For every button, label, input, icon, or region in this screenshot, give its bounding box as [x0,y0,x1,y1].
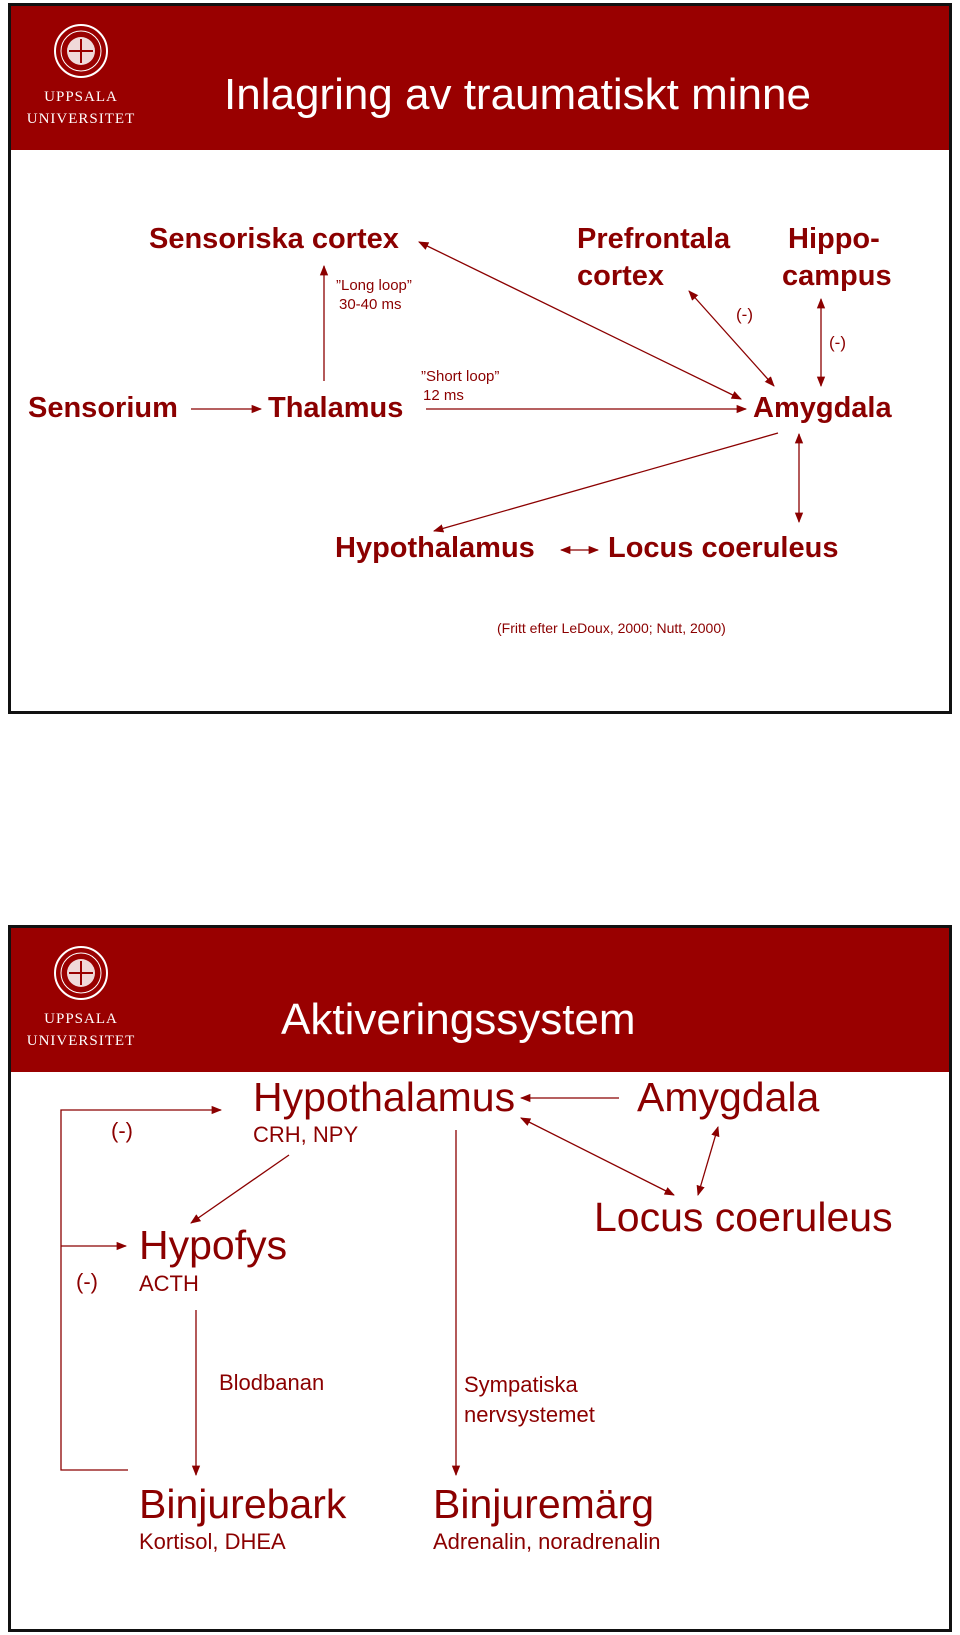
slide1-arrows [191,241,826,555]
node-thalamus: Thalamus [268,392,404,424]
node-amygdala: Amygdala [637,1074,820,1120]
label-long-loop: ”Long loop” [336,277,412,294]
slide-title: Inlagring av traumatiskt minne [224,70,811,119]
node-amygdala: Amygdala [753,392,892,424]
citation: (Fritt efter LeDoux, 2000; Nutt, 2000) [497,620,726,636]
node-binjurebark: Binjurebark [139,1481,347,1527]
node-hypothalamus: Hypothalamus [253,1074,516,1120]
slide-header: UPPSALA UNIVERSITET Inlagring av traumat… [11,6,949,150]
label-short-loop-time: 12 ms [423,387,464,404]
logo-text-line1: UPPSALA [44,1011,118,1027]
arrow-amygdala-hypothalamus [432,432,779,533]
node-sensorium: Sensorium [28,392,178,424]
logo-text-line2: UNIVERSITET [26,1033,136,1049]
node-hypothalamus: Hypothalamus [335,532,535,564]
logo-text-line2: UNIVERSITET [26,111,136,127]
university-seal-icon [54,24,108,78]
node-binjuremarg-substances: Adrenalin, noradrenalin [433,1529,661,1554]
logo-text-line1: UPPSALA [44,89,118,105]
label-negative-top: (-) [111,1118,133,1143]
node-prefrontala-line1: Prefrontala [577,223,731,255]
feedback-line-cortisol [60,1105,223,1471]
arrow-amygdala-sensoriska [418,241,742,400]
slide-header: UPPSALA UNIVERSITET Aktiveringssystem [11,928,949,1072]
arrow-hypothalamus-hypofys [190,1154,290,1224]
slide-activation-system: UPPSALA UNIVERSITET Aktiveringssystem Hy… [8,925,952,1632]
label-short-loop: ”Short loop” [421,368,500,385]
node-hypofys-substance: ACTH [139,1271,199,1296]
node-locus-coeruleus: Locus coeruleus [608,532,839,564]
node-prefrontala-line2: cortex [577,260,665,292]
arrow-amygdala-locus [696,1126,720,1196]
node-hippocampus-line1: Hippo- [788,223,880,255]
label-negative-mid: (-) [76,1269,98,1294]
node-hypothalamus-substances: CRH, NPY [253,1122,359,1147]
node-sensoriska-cortex: Sensoriska cortex [149,223,399,255]
university-logo: UPPSALA UNIVERSITET [25,946,137,1049]
arrow-prefrontal-amygdala [688,290,775,387]
label-negative-prefrontal: (-) [736,305,753,324]
label-long-loop-time: 30-40 ms [339,296,402,313]
node-hypofys: Hypofys [139,1222,288,1268]
university-logo: UPPSALA UNIVERSITET [25,24,137,127]
node-binjuremarg: Binjuremärg [433,1481,655,1527]
arrow-hypothalamus-locus [520,1117,675,1196]
label-blodbanan: Blodbanan [219,1370,325,1395]
node-hippocampus-line2: campus [782,260,892,292]
slide-traumatic-memory: UPPSALA UNIVERSITET Inlagring av traumat… [8,3,952,714]
node-locus-coeruleus: Locus coeruleus [594,1194,893,1240]
university-seal-icon [54,946,108,1000]
label-sympatiska-line2: nervsystemet [464,1402,595,1427]
label-negative-hippocampus: (-) [829,333,846,352]
slide-title: Aktiveringssystem [281,995,636,1044]
node-binjurebark-substances: Kortisol, DHEA [139,1529,286,1554]
label-sympatiska-line1: Sympatiska [464,1372,578,1397]
slide2-arrows [60,1093,720,1477]
